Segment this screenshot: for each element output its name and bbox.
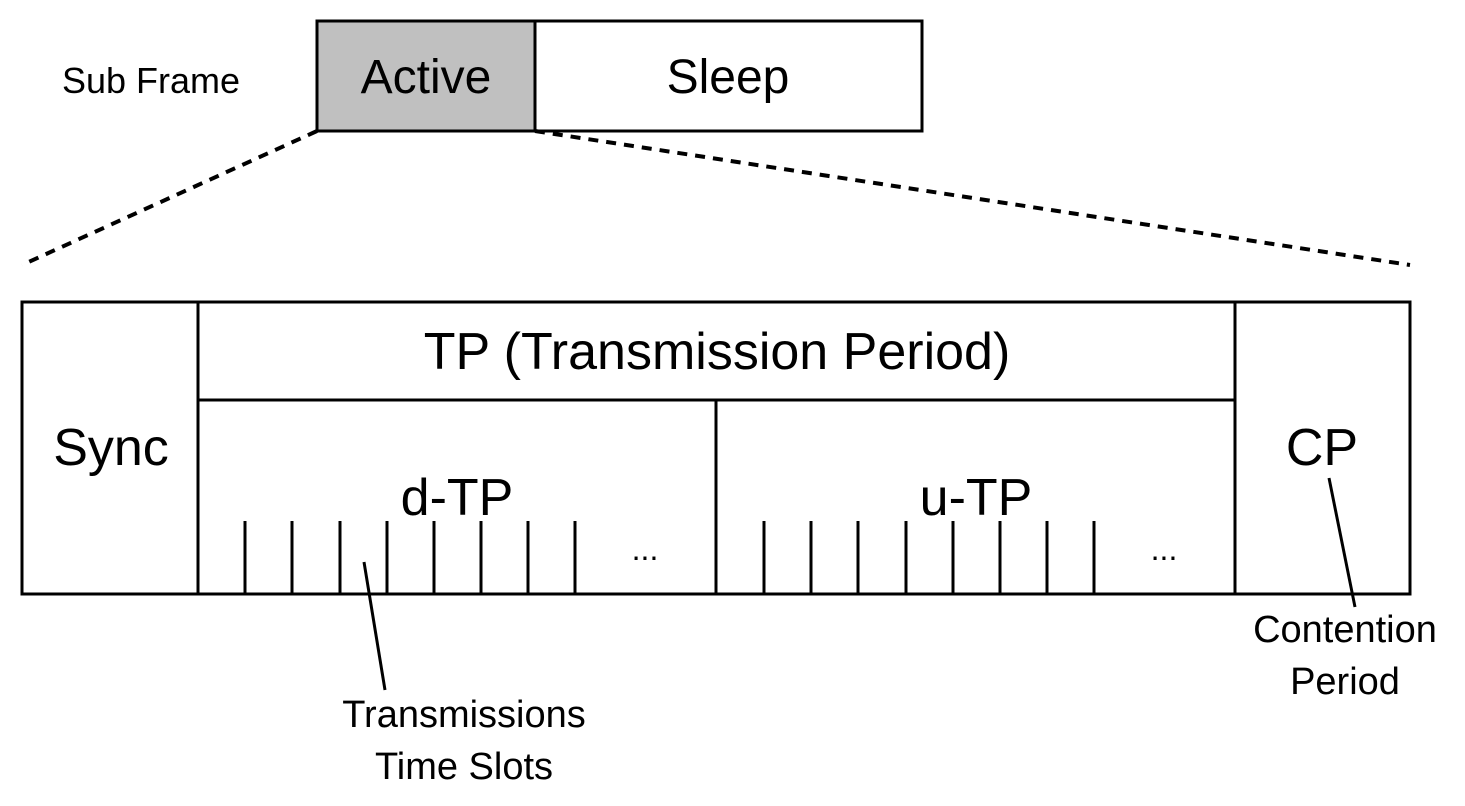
dtp-slots xyxy=(243,521,577,594)
cp-callout-line1: Contention xyxy=(1253,609,1437,651)
dtp-label: d-TP xyxy=(401,469,514,527)
utp-label: u-TP xyxy=(920,469,1033,527)
cp-label: CP xyxy=(1286,419,1358,477)
dtp-ellipsis: ... xyxy=(632,531,659,567)
zoom-line-left xyxy=(21,129,318,267)
utp-ellipsis: ... xyxy=(1151,531,1178,567)
active-box xyxy=(315,19,537,133)
slots-callout-line1: Transmissions xyxy=(342,694,586,736)
active-label: Active xyxy=(361,51,492,104)
subframe-label: Sub Frame xyxy=(62,60,240,101)
slots-callout-line2: Time Slots xyxy=(375,746,553,788)
cp-callout-line2: Period xyxy=(1290,661,1400,703)
cp-callout-line xyxy=(1327,477,1357,608)
sleep-label: Sleep xyxy=(667,51,790,104)
utp-slots xyxy=(762,521,1096,594)
tp-label: TP (Transmission Period) xyxy=(424,323,1011,381)
zoom-line-right xyxy=(534,129,1411,267)
slots-callout-line xyxy=(362,561,387,691)
sync-label: Sync xyxy=(53,419,169,477)
sleep-box xyxy=(533,19,924,133)
